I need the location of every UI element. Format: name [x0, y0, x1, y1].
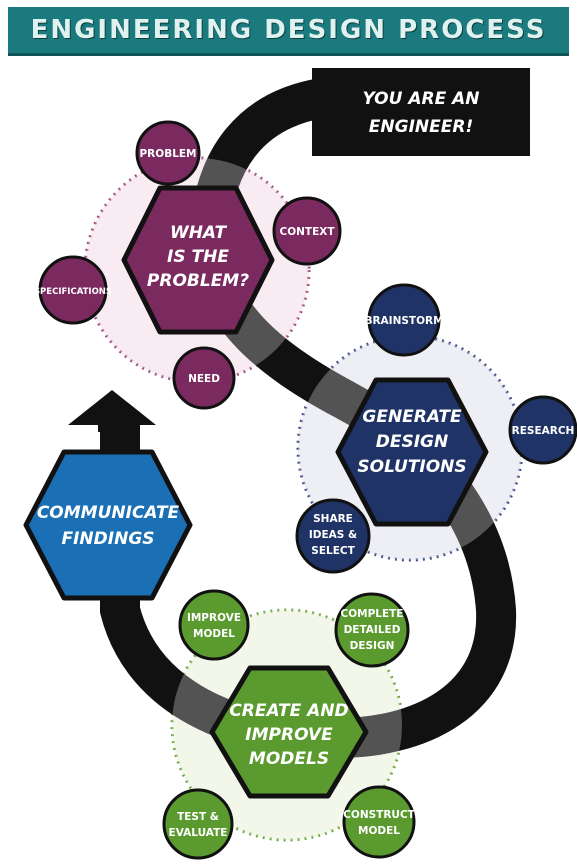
- svg-text:PROBLEM: PROBLEM: [139, 148, 196, 160]
- sat-test-evaluate: TEST & EVALUATE: [162, 788, 234, 860]
- problem-line1: WHAT: [170, 223, 228, 243]
- svg-text:TEST &: TEST &: [177, 811, 219, 823]
- engineer-banner: YOU ARE AN ENGINEER!: [312, 68, 530, 156]
- sat-context: CONTEXT: [272, 196, 342, 266]
- communicate-line1: COMMUNICATE: [37, 503, 180, 523]
- svg-text:MODEL: MODEL: [358, 825, 400, 837]
- sat-research: RESEARCH: [508, 395, 577, 465]
- svg-text:CONTEXT: CONTEXT: [279, 226, 335, 238]
- svg-text:SHARE: SHARE: [313, 513, 353, 525]
- svg-text:DESIGN: DESIGN: [350, 640, 395, 652]
- banner-line2: ENGINEER!: [369, 117, 473, 137]
- svg-text:SELECT: SELECT: [311, 545, 355, 557]
- svg-text:IMPROVE: IMPROVE: [187, 612, 241, 624]
- models-line1: CREATE AND: [229, 701, 348, 721]
- generate-hexagon: GENERATE DESIGN SOLUTIONS: [335, 377, 489, 527]
- sat-construct-model: CONSTRUCT MODEL: [342, 785, 416, 859]
- svg-text:MODEL: MODEL: [193, 628, 235, 640]
- generate-line1: GENERATE: [362, 407, 462, 427]
- sat-improve-model: IMPROVE MODEL: [178, 589, 250, 661]
- generate-line2: DESIGN: [376, 432, 448, 452]
- svg-text:BRAINSTORM: BRAINSTORM: [364, 315, 443, 327]
- svg-text:SPECIFICATIONS: SPECIFICATIONS: [34, 287, 112, 297]
- title-bar: ENGINEERING DESIGN PROCESS: [8, 7, 569, 56]
- banner-line1: YOU ARE AN: [362, 89, 479, 109]
- models-hexagon: CREATE AND IMPROVE MODELS: [209, 665, 369, 799]
- svg-text:COMPLETE: COMPLETE: [341, 608, 404, 620]
- problem-hexagon: WHAT IS THE PROBLEM?: [121, 185, 275, 335]
- sat-problem: PROBLEM: [135, 120, 201, 186]
- svg-text:CONSTRUCT: CONSTRUCT: [343, 809, 415, 821]
- generate-line3: SOLUTIONS: [357, 457, 466, 477]
- problem-line3: PROBLEM?: [147, 271, 249, 291]
- svg-text:RESEARCH: RESEARCH: [512, 425, 575, 437]
- svg-text:IDEAS &: IDEAS &: [309, 529, 357, 541]
- sat-need: NEED: [172, 346, 236, 410]
- page-title: ENGINEERING DESIGN PROCESS: [30, 15, 547, 45]
- models-line3: MODELS: [249, 749, 329, 769]
- models-line2: IMPROVE: [245, 725, 333, 745]
- svg-text:NEED: NEED: [188, 373, 220, 385]
- svg-text:EVALUATE: EVALUATE: [169, 827, 228, 839]
- problem-line2: IS THE: [167, 247, 229, 267]
- communicate-line2: FINDINGS: [61, 529, 154, 549]
- communicate-hexagon: COMMUNICATE FINDINGS: [23, 449, 193, 601]
- arrow-head: [68, 390, 156, 432]
- svg-text:DETAILED: DETAILED: [344, 624, 401, 636]
- sat-share-ideas: SHARE IDEAS & SELECT: [295, 498, 371, 574]
- sat-brainstorm: BRAINSTORM: [364, 283, 444, 357]
- sat-complete-design: COMPLETE DETAILED DESIGN: [334, 592, 410, 668]
- sat-specifications: SPECIFICATIONS: [34, 255, 112, 325]
